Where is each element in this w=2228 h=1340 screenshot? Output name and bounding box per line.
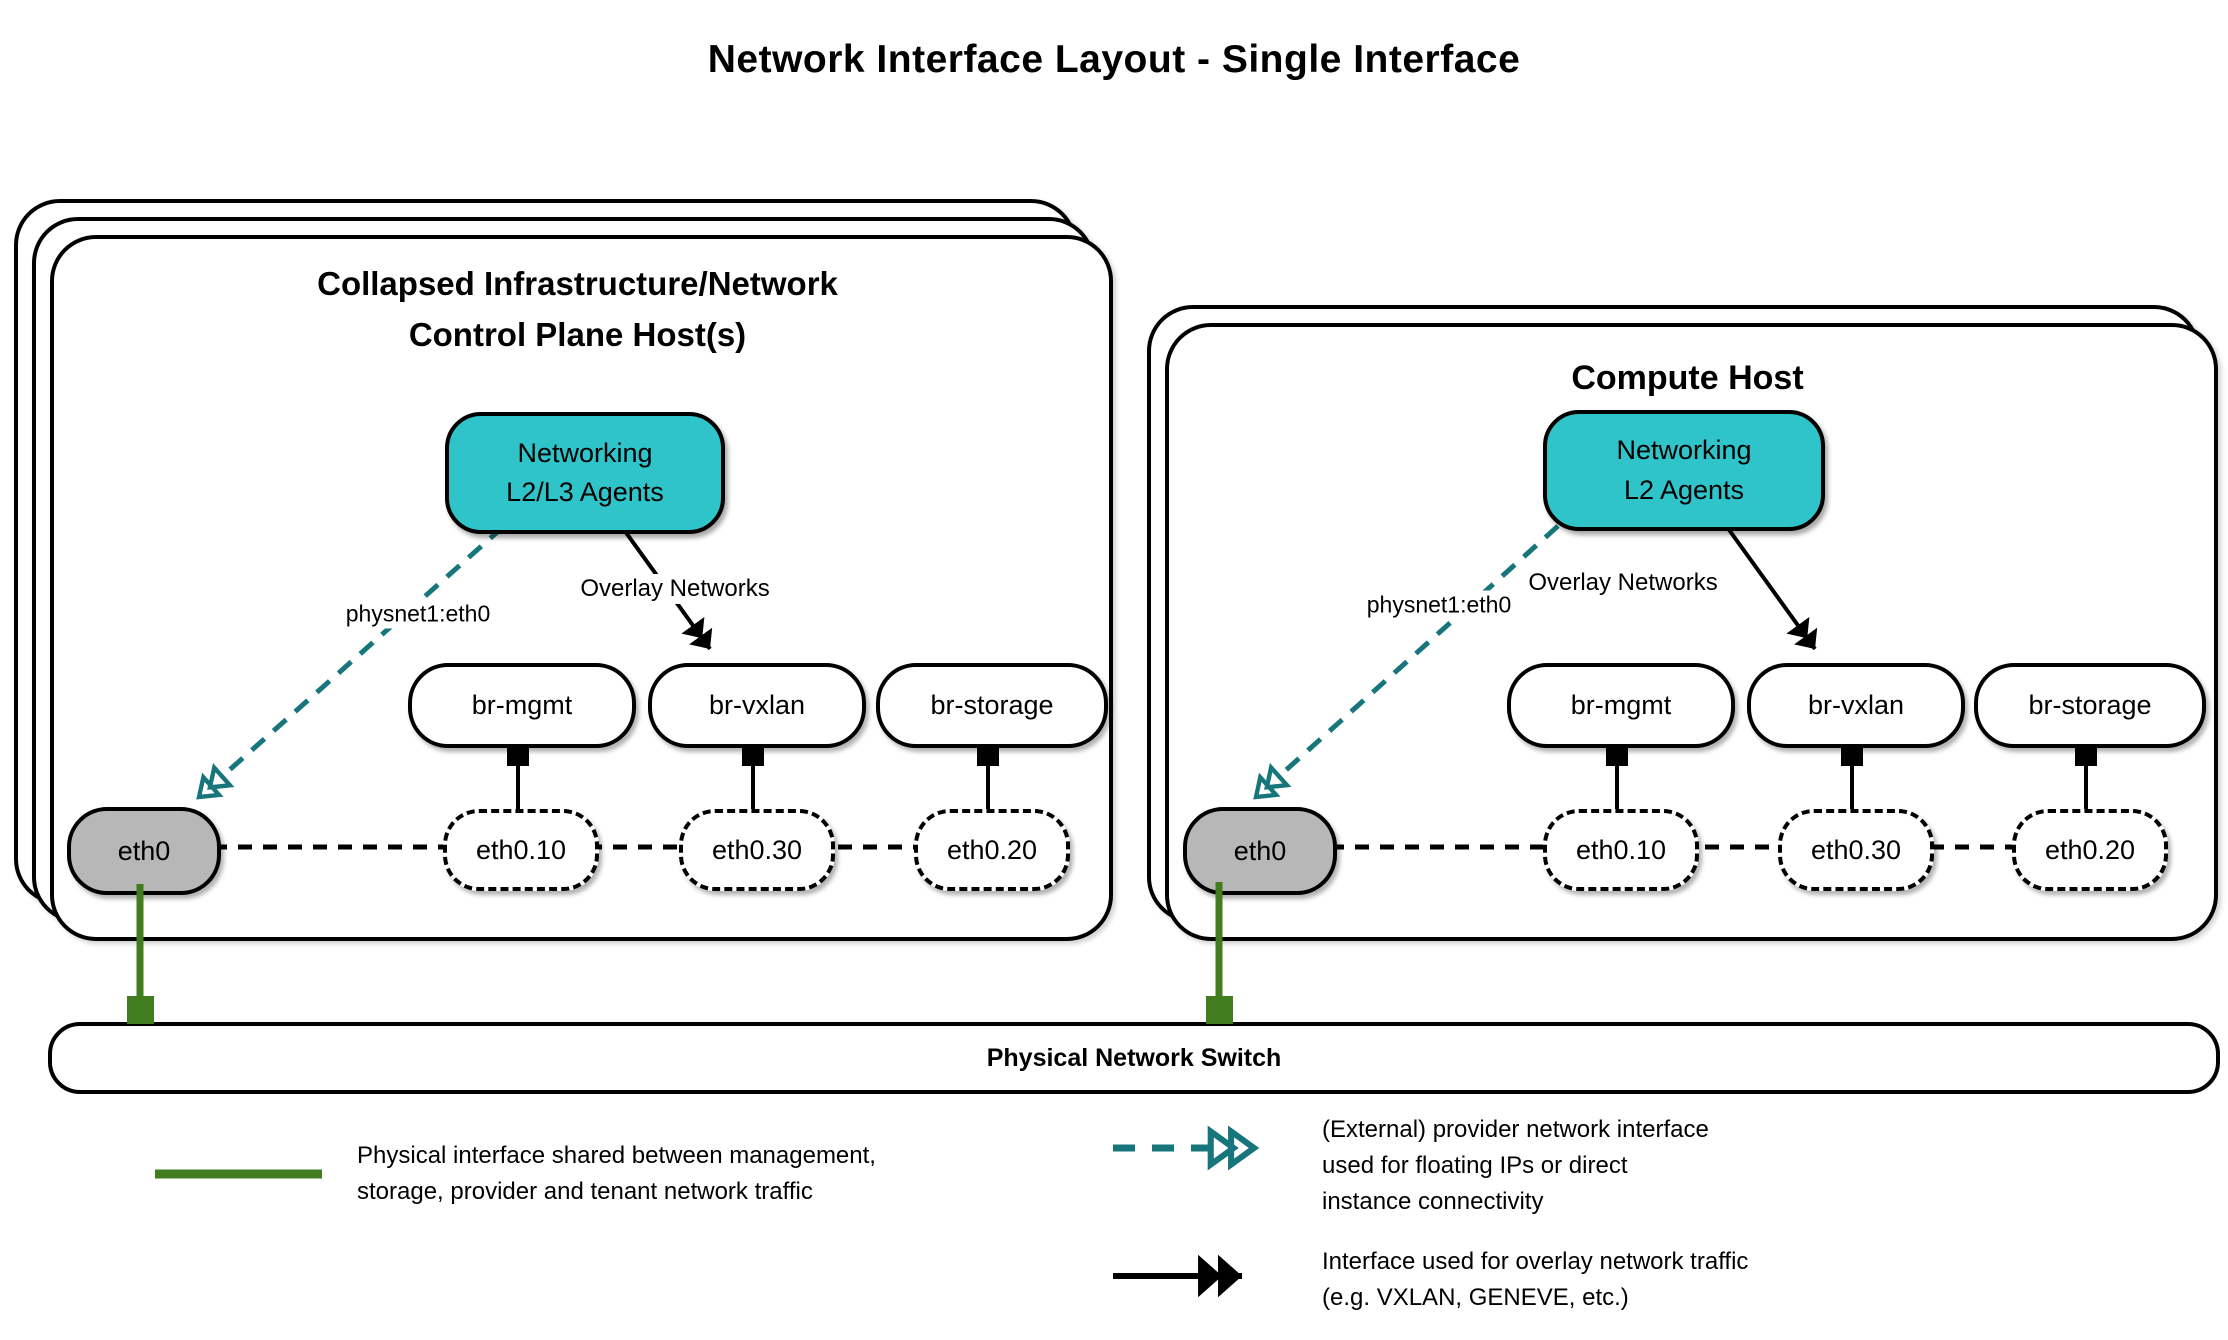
bridge-br-mgmt: br-mgmt <box>408 663 636 748</box>
legend-item-provider: (External) provider network interface us… <box>1322 1116 1709 1215</box>
overlay-label-left: Overlay Networks <box>574 574 776 604</box>
subif-eth0-20: eth0.20 <box>2012 809 2168 891</box>
page-title: Network Interface Layout - Single Interf… <box>707 38 1521 81</box>
eth0-pill-right: eth0 <box>1183 807 1337 895</box>
overlay-label-right: Overlay Networks <box>1522 568 1724 598</box>
agent-box-control: Networking L2/L3 Agents <box>445 412 725 534</box>
bridge-br-storage: br-storage <box>1974 663 2206 748</box>
subif-eth0-10: eth0.10 <box>1543 809 1699 891</box>
bridge-br-storage: br-storage <box>876 663 1108 748</box>
subif-eth0-10: eth0.10 <box>443 809 599 891</box>
switch-port-left <box>127 996 154 1024</box>
subif-eth0-30: eth0.30 <box>1778 809 1934 891</box>
subif-eth0-30: eth0.30 <box>679 809 835 891</box>
provider-label-right: physnet1:eth0 <box>1360 590 1518 620</box>
bridge-br-vxlan: br-vxlan <box>1747 663 1965 748</box>
host-title-control: Collapsed Infrastructure/Network Control… <box>317 265 838 354</box>
eth0-pill-left: eth0 <box>67 807 221 895</box>
switch-label: Physical Network Switch <box>986 1043 1282 1072</box>
agent-box-compute: Networking L2 Agents <box>1543 410 1825 531</box>
legend-item-physical: Physical interface shared between manage… <box>357 1142 876 1205</box>
legend-item-overlay: Interface used for overlay network traff… <box>1322 1248 1749 1311</box>
subif-eth0-20: eth0.20 <box>914 809 1070 891</box>
bridge-br-vxlan: br-vxlan <box>648 663 866 748</box>
bridge-br-mgmt: br-mgmt <box>1507 663 1735 748</box>
physical-network-switch: Physical Network Switch <box>48 1022 2220 1094</box>
switch-port-right <box>1206 996 1233 1024</box>
host-title-compute: Compute Host <box>1571 359 1804 397</box>
provider-label-left: physnet1:eth0 <box>339 599 497 629</box>
